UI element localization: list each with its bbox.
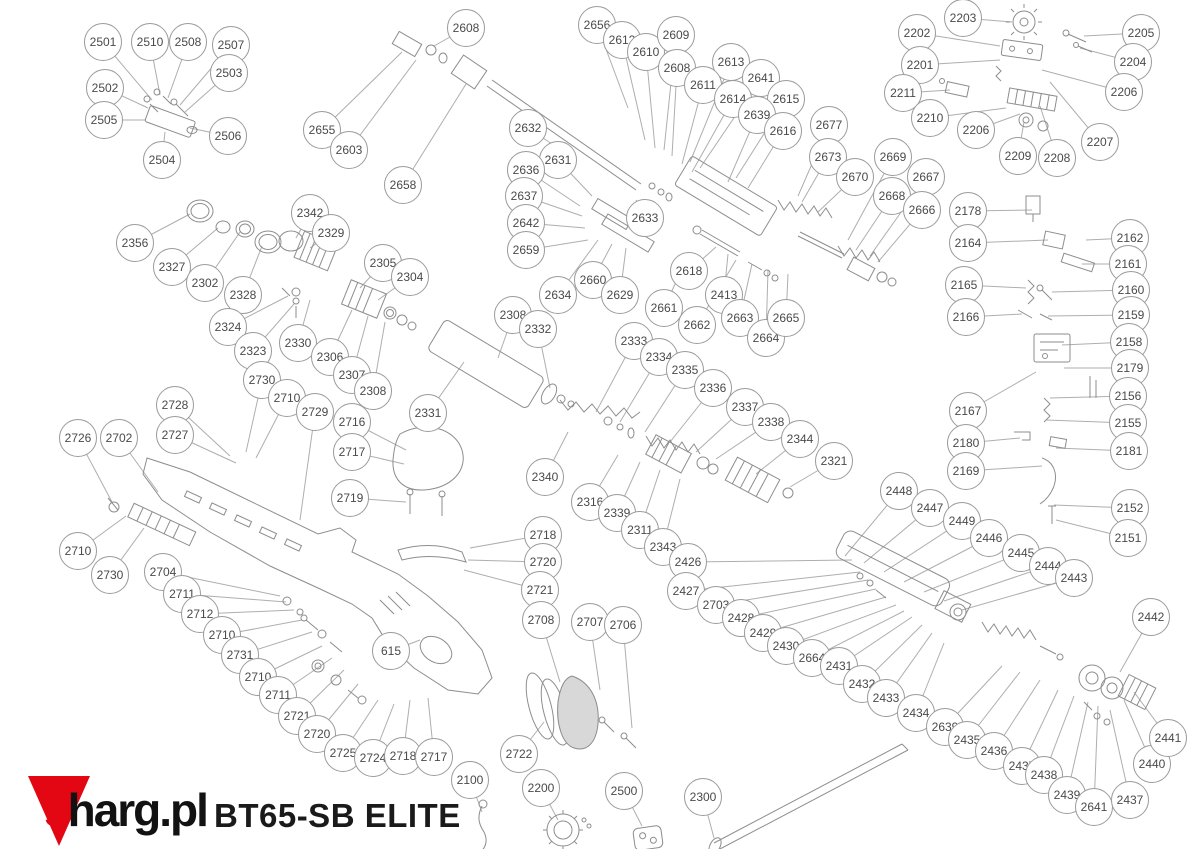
part-label-2708: 2708 xyxy=(522,601,560,639)
part-label-2434: 2434 xyxy=(897,694,935,732)
part-label-2443: 2443 xyxy=(1055,559,1093,597)
part-label-2677: 2677 xyxy=(810,106,848,144)
part-label-2508: 2508 xyxy=(169,23,207,61)
part-label-2166: 2166 xyxy=(947,298,985,336)
part-label-2726: 2726 xyxy=(59,419,97,457)
part-label-2446: 2446 xyxy=(970,519,1008,557)
part-label-2663: 2663 xyxy=(721,299,759,337)
part-label-2208: 2208 xyxy=(1038,139,1076,177)
part-label-2437: 2437 xyxy=(1111,781,1149,819)
part-label-2324: 2324 xyxy=(209,308,247,346)
part-label-2201: 2201 xyxy=(901,46,939,84)
part-label-2503: 2503 xyxy=(210,54,248,92)
part-label-2207: 2207 xyxy=(1081,123,1119,161)
part-label-2327: 2327 xyxy=(153,248,191,286)
part-label-2618: 2618 xyxy=(670,252,708,290)
part-label-2329: 2329 xyxy=(312,214,350,252)
part-label-2603: 2603 xyxy=(330,131,368,169)
part-label-2717: 2717 xyxy=(415,738,453,776)
part-label-2730: 2730 xyxy=(91,556,129,594)
part-label-2710: 2710 xyxy=(268,379,306,417)
part-label-2302: 2302 xyxy=(186,264,224,302)
part-label-2609: 2609 xyxy=(657,16,695,54)
part-label-2200: 2200 xyxy=(522,769,560,807)
part-label-2721: 2721 xyxy=(521,571,559,609)
part-label-2633: 2633 xyxy=(626,199,664,237)
part-label-2673: 2673 xyxy=(809,138,847,176)
part-label-2720: 2720 xyxy=(298,715,336,753)
part-label-2608: 2608 xyxy=(447,9,485,47)
part-label-2300: 2300 xyxy=(684,778,722,816)
part-label-2181: 2181 xyxy=(1110,432,1148,470)
part-label-2728: 2728 xyxy=(156,386,194,424)
part-label-2331: 2331 xyxy=(409,394,447,432)
part-label-2356: 2356 xyxy=(116,224,154,262)
part-label-2702: 2702 xyxy=(100,419,138,457)
part-label-2500: 2500 xyxy=(605,772,643,810)
part-label-2321: 2321 xyxy=(815,442,853,480)
part-label-2502: 2502 xyxy=(86,69,124,107)
part-label-2665: 2665 xyxy=(767,299,805,337)
part-label-2336: 2336 xyxy=(694,369,732,407)
part-label-2442: 2442 xyxy=(1132,598,1170,636)
sharg-logo: sharg.pl xyxy=(44,783,209,837)
part-label-2151: 2151 xyxy=(1109,519,1147,557)
part-label-2447: 2447 xyxy=(911,489,949,527)
part-label-2641: 2641 xyxy=(1075,788,1113,826)
part-label-2304: 2304 xyxy=(391,258,429,296)
part-label-2506: 2506 xyxy=(209,117,247,155)
part-label-2210: 2210 xyxy=(911,99,949,137)
part-label-2659: 2659 xyxy=(507,231,545,269)
part-label-615: 615 xyxy=(372,632,410,670)
part-label-2206: 2206 xyxy=(1105,73,1143,111)
part-label-2658: 2658 xyxy=(384,166,422,204)
part-label-2632: 2632 xyxy=(509,109,547,147)
part-label-2629: 2629 xyxy=(601,276,639,314)
part-label-2711: 2711 xyxy=(259,676,297,714)
part-label-2209: 2209 xyxy=(999,137,1037,175)
part-label-2206: 2206 xyxy=(957,111,995,149)
part-label-2501: 2501 xyxy=(84,23,122,61)
part-label-2441: 2441 xyxy=(1149,719,1187,757)
part-label-2328: 2328 xyxy=(224,276,262,314)
logo-suffix: harg.pl xyxy=(67,784,209,836)
part-label-2722: 2722 xyxy=(500,735,538,773)
part-label-2666: 2666 xyxy=(903,191,941,229)
part-label-2308: 2308 xyxy=(354,372,392,410)
part-label-2202: 2202 xyxy=(898,14,936,52)
part-label-2611: 2611 xyxy=(684,66,722,104)
part-label-2706: 2706 xyxy=(604,606,642,644)
part-label-2164: 2164 xyxy=(949,224,987,262)
part-label-2330: 2330 xyxy=(279,324,317,362)
part-label-2634: 2634 xyxy=(539,276,577,314)
part-drawings xyxy=(107,4,1157,849)
part-label-2332: 2332 xyxy=(519,310,557,348)
model-title: BT65-SB ELITE xyxy=(214,797,461,834)
part-label-2710: 2710 xyxy=(59,532,97,570)
part-label-2712: 2712 xyxy=(181,595,219,633)
part-label-2717: 2717 xyxy=(333,433,371,471)
part-label-2510: 2510 xyxy=(131,23,169,61)
part-label-2344: 2344 xyxy=(781,420,819,458)
part-label-2167: 2167 xyxy=(949,392,987,430)
part-label-2730: 2730 xyxy=(243,361,281,399)
logo-prefix: s xyxy=(44,784,70,836)
part-label-2670: 2670 xyxy=(836,158,874,196)
part-label-2719: 2719 xyxy=(331,479,369,517)
part-label-2504: 2504 xyxy=(143,141,181,179)
part-label-2662: 2662 xyxy=(678,306,716,344)
part-label-2661: 2661 xyxy=(645,289,683,327)
part-label-2340: 2340 xyxy=(526,458,564,496)
part-label-2505: 2505 xyxy=(85,101,123,139)
part-label-2669: 2669 xyxy=(874,138,912,176)
part-label-2100: 2100 xyxy=(451,761,489,799)
part-label-2616: 2616 xyxy=(764,112,802,150)
part-label-2169: 2169 xyxy=(947,452,985,490)
part-label-2203: 2203 xyxy=(944,0,982,37)
part-label-2667: 2667 xyxy=(907,158,945,196)
part-label-2729: 2729 xyxy=(296,393,334,431)
part-label-2727: 2727 xyxy=(156,416,194,454)
